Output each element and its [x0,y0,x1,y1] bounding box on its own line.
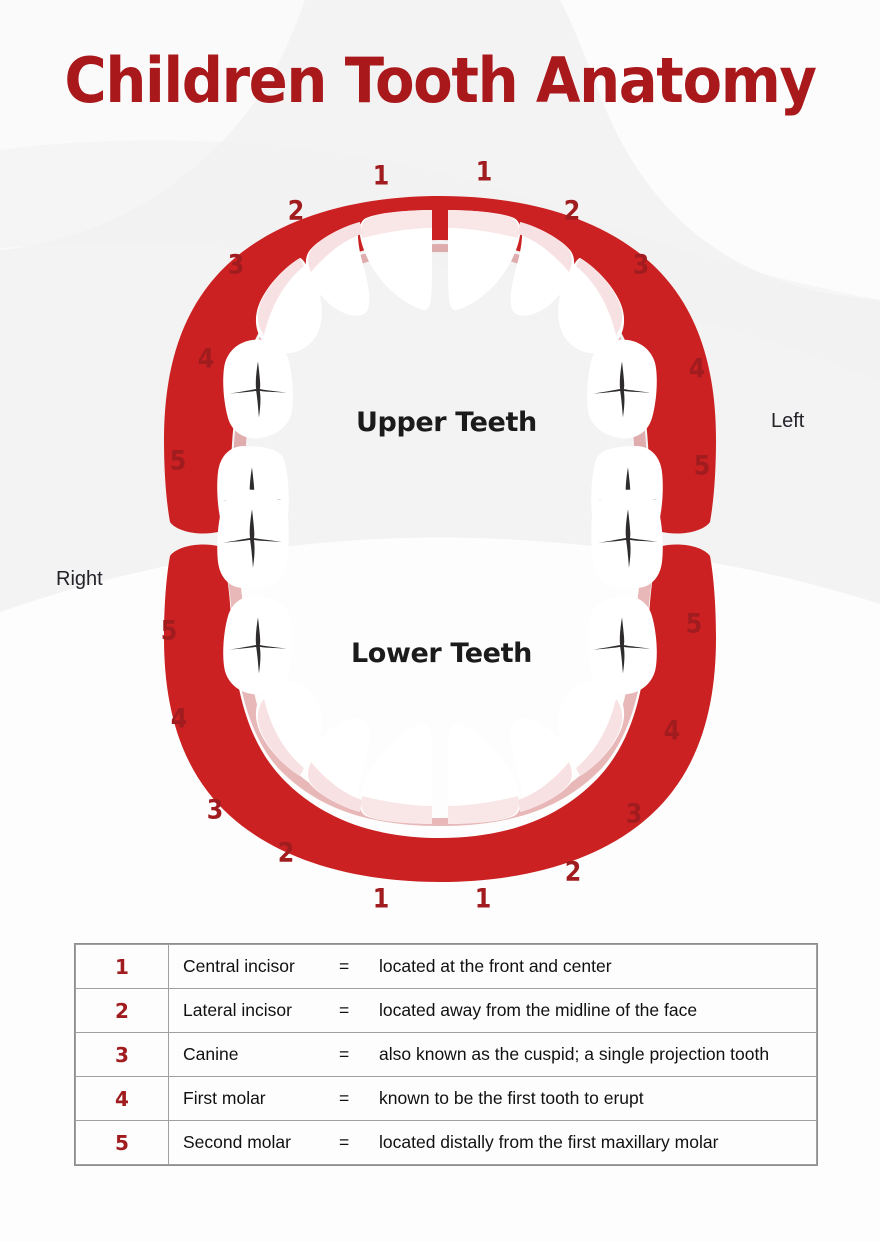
legend-tooth-meaning: located distally from the first maxillar… [379,1132,719,1152]
legend-equals-sign: = [339,1000,350,1020]
legend-tooth-name: Second molar [183,1132,291,1152]
legend-table: 1 Central incisor = located at the front… [74,943,818,1166]
legend-tooth-meaning: located away from the midline of the fac… [379,1000,698,1020]
callout-upper-left-1: 1 [372,160,390,192]
tooth-lower-central-incisor-left [359,723,432,824]
side-label-left: Left [771,410,805,432]
legend-number: 4 [75,1076,169,1121]
legend-tooth-meaning: known to be the first tooth to erupt [379,1088,644,1108]
tooth-lower-first-molar-right [587,595,657,695]
legend-tooth-name: Central incisor [183,956,295,976]
callout-lower-left-5: 5 [160,615,178,647]
tooth-upper-lateral-incisor-left [305,222,370,316]
tooth-upper-canine-left [255,258,322,354]
tooth-lower-canine-left [255,680,322,776]
tooth-lower-lateral-incisor-left [305,718,370,812]
legend-equals-sign: = [339,1044,350,1064]
callout-lower-left-2: 2 [277,837,295,869]
callout-lower-left-3: 3 [206,794,224,826]
legend-equals-sign: = [339,1132,350,1152]
legend-tooth-meaning: located at the front and center [379,956,612,976]
callout-lower-left-4: 4 [170,703,188,735]
callout-upper-right-4: 4 [688,353,706,385]
tooth-lower-lateral-incisor-right [510,718,575,812]
tooth-upper-central-incisor-right [448,210,521,311]
tooth-upper-first-molar-left [223,339,293,439]
callout-lower-right-1: 1 [474,883,492,915]
upper-teeth-label: Upper Teeth [356,407,537,438]
callout-upper-left-2: 2 [287,195,305,227]
legend-description: First molar = known to be the first toot… [168,1076,817,1121]
callout-upper-right-2: 2 [563,195,581,227]
legend-table-body: 1 Central incisor = located at the front… [75,944,817,1165]
legend-tooth-name: First molar [183,1088,266,1108]
tooth-lower-canine-right [558,680,625,776]
table-row: 5 Second molar = located distally from t… [75,1120,817,1165]
table-row: 2 Lateral incisor = located away from th… [75,988,817,1033]
lower-gum [164,544,716,882]
callout-upper-left-3: 3 [227,249,245,281]
callout-upper-left-5: 5 [169,445,187,477]
legend-description: Central incisor = located at the front a… [168,944,817,989]
callout-upper-left-4: 4 [197,343,215,375]
table-row: 4 First molar = known to be the first to… [75,1076,817,1121]
callout-lower-right-2: 2 [564,856,582,888]
tooth-lower-second-molar-right [591,489,663,588]
tooth-lower-first-molar-left [223,595,293,695]
legend-description: Lateral incisor = located away from the … [168,988,817,1033]
legend-equals-sign: = [339,956,350,976]
callout-lower-right-5: 5 [685,608,703,640]
tooth-lower-second-molar-left [217,489,289,588]
table-row: 1 Central incisor = located at the front… [75,944,817,989]
tooth-upper-canine-right [558,258,625,354]
callout-upper-right-3: 3 [632,249,650,281]
legend-tooth-meaning: also known as the cuspid; a single proje… [379,1044,770,1064]
lower-arch [164,489,716,882]
lower-teeth-label: Lower Teeth [351,638,532,669]
callout-lower-right-3: 3 [625,798,643,830]
legend-description: Canine = also known as the cuspid; a sin… [168,1032,817,1077]
tooth-arch-diagram [164,196,716,882]
legend-number: 5 [75,1120,169,1165]
legend-description: Second molar = located distally from the… [168,1120,817,1165]
callout-lower-left-1: 1 [372,883,390,915]
tooth-lower-central-incisor-right [448,723,521,824]
legend-tooth-name: Canine [183,1044,239,1064]
legend-number: 2 [75,988,169,1033]
tooth-upper-first-molar-right [587,339,657,439]
tooth-upper-central-incisor-left [359,210,432,311]
legend-number: 3 [75,1032,169,1077]
legend-tooth-name: Lateral incisor [183,1000,292,1020]
table-row: 3 Canine = also known as the cuspid; a s… [75,1032,817,1077]
callout-lower-right-4: 4 [663,715,681,747]
callout-upper-right-5: 5 [693,450,711,482]
legend-equals-sign: = [339,1088,350,1108]
page-title: Children Tooth Anatomy [64,44,817,117]
callout-upper-right-1: 1 [475,156,493,188]
tooth-upper-lateral-incisor-right [510,222,575,316]
legend-number: 1 [75,944,169,989]
side-label-right: Right [56,568,103,590]
